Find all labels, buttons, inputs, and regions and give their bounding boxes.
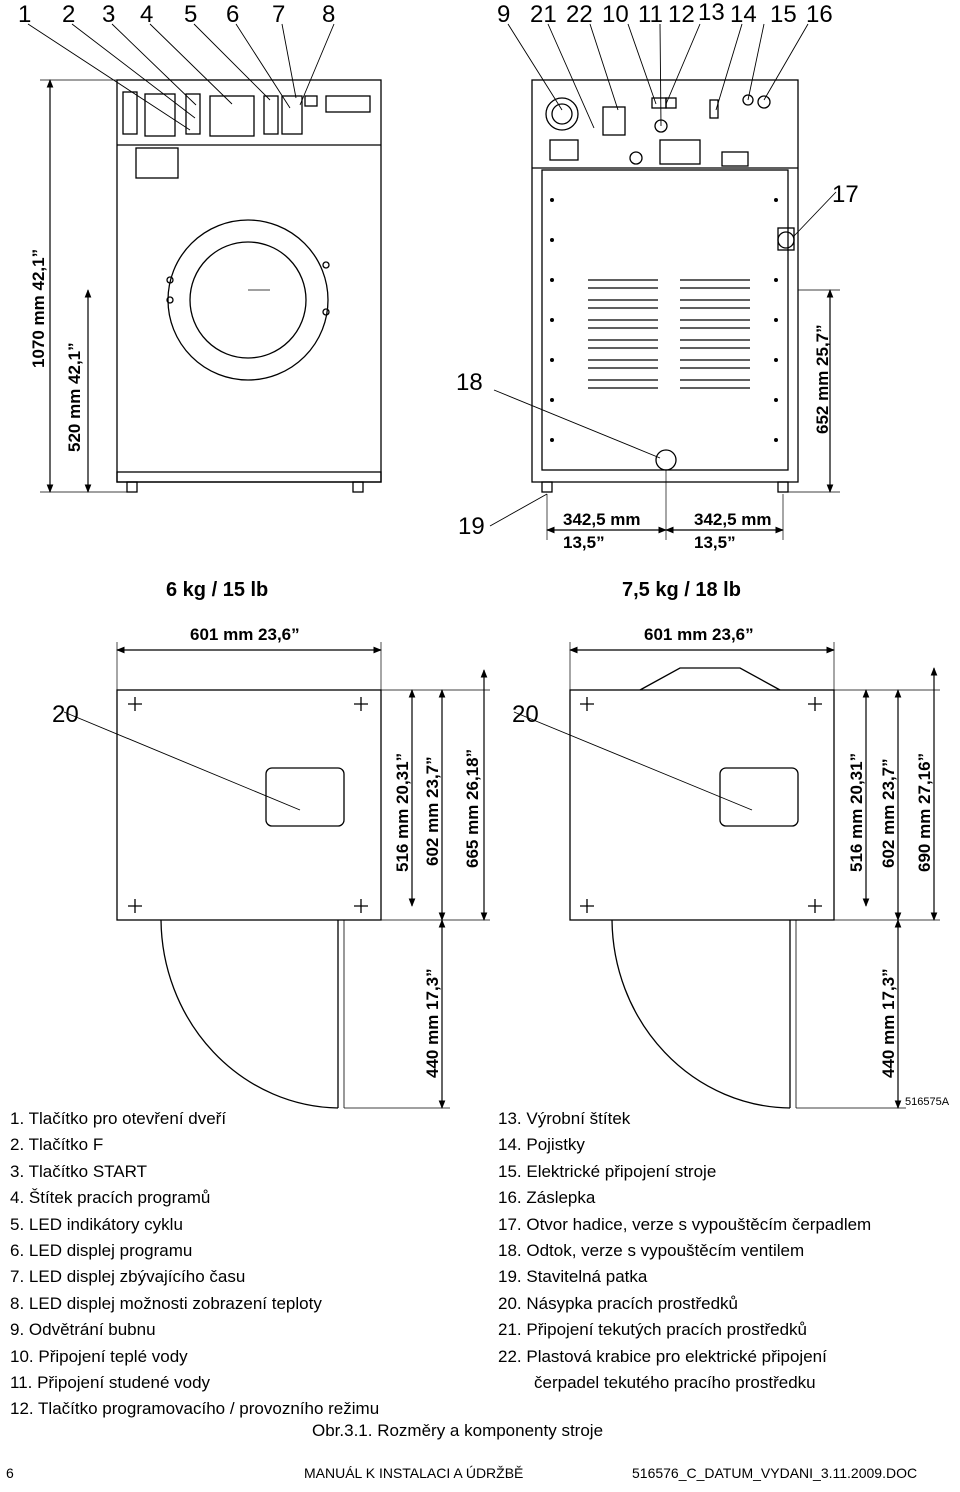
model-labels: 6 kg / 15 lb 7,5 kg / 18 lb — [166, 579, 741, 601]
legend-left: 1. Tlačítko pro otevření dveří 2. Tlačít… — [10, 1106, 379, 1423]
legend-item: 2. Tlačítko F — [10, 1135, 104, 1155]
dim-depth-left-1: 516 mm 20,31” — [393, 753, 412, 872]
footer-page-number: 6 — [6, 1465, 14, 1481]
dim-width-right: 601 mm 23,6” — [644, 625, 754, 644]
legend-item: 19. Stavitelná patka — [498, 1267, 648, 1287]
top-view-right — [569, 667, 835, 1109]
reference-code: 516575A — [905, 1096, 950, 1108]
dim-foot-left-in: 13,5” — [563, 533, 605, 552]
dim-depth-right-4: 440 mm 17,3” — [879, 968, 898, 1078]
dim-front-height: 1070 mm 42,1” — [29, 249, 48, 368]
callout-3: 3 — [102, 1, 115, 28]
dim-width-left: 601 mm 23,6” — [190, 625, 300, 644]
footer-title: MANUÁL K INSTALACI A ÚDRŽBĚ — [304, 1465, 524, 1481]
rear-view — [531, 79, 799, 493]
callout-16: 16 — [806, 1, 833, 28]
model-right: 7,5 kg / 18 lb — [622, 579, 741, 601]
dimension-text: 1070 mm 42,1” 520 mm 42,1” 652 mm 25,7” … — [29, 249, 934, 1078]
legend-item: 22. Plastová krabice pro elektrické přip… — [498, 1346, 827, 1366]
callout-20-left: 20 — [52, 701, 79, 728]
dim-depth-left-3: 665 mm 26,18” — [463, 749, 482, 868]
footer-doc-id: 516576_C_DATUM_VYDANI_3.11.2009.DOC — [632, 1465, 918, 1481]
legend-item: 10. Připojení teplé vody — [10, 1346, 188, 1366]
callout-14: 14 — [730, 1, 757, 28]
callout-5: 5 — [184, 1, 197, 28]
callout-18: 18 — [456, 369, 483, 396]
callout-2: 2 — [62, 1, 75, 28]
legend-item: 7. LED displej zbývajícího času — [10, 1267, 246, 1287]
legend-item: 8. LED displej možnosti zobrazení teplot… — [10, 1293, 322, 1313]
callout-8: 8 — [322, 1, 335, 28]
legend-item: čerpadel tekutého pracího prostředku — [534, 1373, 816, 1393]
callout-17: 17 — [832, 181, 859, 208]
leader-lines — [27, 23, 837, 811]
callout-1: 1 — [18, 1, 31, 28]
model-left: 6 kg / 15 lb — [166, 579, 268, 601]
callout-13: 13 — [698, 0, 725, 26]
dim-depth-left-2: 602 mm 23,7” — [423, 756, 442, 866]
legend-item: 6. LED displej programu — [10, 1241, 193, 1261]
callout-7: 7 — [272, 1, 285, 28]
callout-20-right: 20 — [512, 701, 539, 728]
dim-depth-right-3: 690 mm 27,16” — [915, 753, 934, 872]
callout-22: 22 — [566, 1, 593, 28]
legend-item: 4. Štítek pracích programů — [10, 1188, 211, 1208]
legend-item: 12. Tlačítko programovacího / provozního… — [10, 1399, 380, 1419]
dimension-lines — [40, 79, 940, 1109]
top-view-left — [116, 689, 382, 1109]
callout-11: 11 — [638, 1, 663, 28]
callout-6: 6 — [226, 1, 239, 28]
dim-depth-left-4: 440 mm 17,3” — [423, 968, 442, 1078]
legend-item: 1. Tlačítko pro otevření dveří — [10, 1109, 227, 1128]
legend-item: 20. Násypka pracích prostředků — [498, 1293, 739, 1313]
legend-item: 5. LED indikátory cyklu — [10, 1214, 183, 1234]
legend-item: 21. Připojení tekutých pracích prostředk… — [498, 1320, 807, 1340]
callout-21: 21 — [530, 1, 557, 28]
dim-depth-right-2: 602 mm 23,7” — [879, 758, 898, 868]
legend-item: 13. Výrobní štítek — [498, 1109, 631, 1128]
dim-foot-right-in: 13,5” — [694, 533, 736, 552]
figure-caption: Obr.3.1. Rozměry a komponenty stroje — [312, 1421, 604, 1440]
legend-item: 18. Odtok, verze s vypouštěcím ventilem — [498, 1241, 805, 1261]
dim-rear-side: 652 mm 25,7” — [813, 324, 832, 434]
legend-item: 16. Záslepka — [498, 1188, 596, 1208]
legend-item: 11. Připojení studené vody — [10, 1373, 211, 1393]
legend-item: 17. Otvor hadice, verze s vypouštěcím če… — [498, 1214, 872, 1234]
callout-19: 19 — [458, 513, 485, 540]
callout-12: 12 — [668, 1, 695, 28]
callout-numbers: 1 2 3 4 5 6 7 8 9 21 22 10 11 12 13 14 1… — [18, 0, 859, 728]
callout-9: 9 — [497, 1, 510, 28]
legend-right: 13. Výrobní štítek 14. Pojistky 15. Elek… — [498, 1106, 871, 1396]
callout-15: 15 — [770, 1, 797, 28]
callout-4: 4 — [140, 1, 153, 28]
legend-item: 9. Odvětrání bubnu — [10, 1320, 156, 1340]
dim-foot-right-mm: 342,5 mm — [694, 510, 772, 529]
legend-item: 3. Tlačítko START — [10, 1161, 147, 1181]
callout-10: 10 — [602, 1, 629, 28]
dim-depth-right-1: 516 mm 20,31” — [847, 753, 866, 872]
legend-item: 15. Elektrické připojení stroje — [498, 1161, 717, 1181]
dim-front-lower: 520 mm 42,1” — [65, 342, 84, 452]
dim-foot-left-mm: 342,5 mm — [563, 510, 641, 529]
front-view — [116, 79, 382, 493]
legend-item: 14. Pojistky — [498, 1135, 585, 1155]
